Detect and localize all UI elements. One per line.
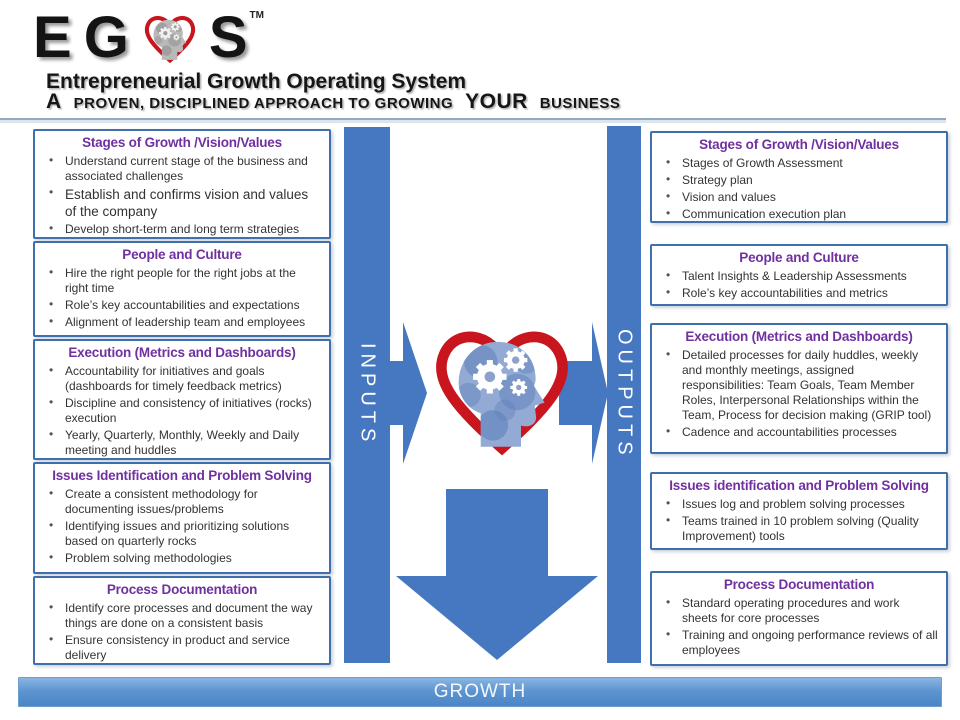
bullet-list: Hire the right people for the right jobs… (43, 265, 321, 330)
subtitle-lead: A (46, 90, 62, 113)
input-box-stages-of-growth: Stages of Growth /Vision/Values Understa… (33, 129, 331, 239)
bullet-item: Training and ongoing performance reviews… (660, 627, 938, 658)
bullet-item: Alignment of leadership team and employe… (43, 314, 321, 330)
box-title: Execution (Metrics and Dashboards) (685, 329, 913, 344)
bullet-list: Create a consistent methodology for docu… (43, 486, 321, 567)
page-subtitle: A PROVEN, DISCIPLINED APPROACH TO GROWIN… (46, 90, 627, 116)
bullet-list: Detailed processes for daily huddles, we… (660, 347, 938, 441)
bullet-item: Standard operating procedures and work s… (660, 595, 938, 626)
outputs-label: OUTPUTS (613, 329, 636, 460)
bullet-list: Issues log and problem solving processes… (660, 496, 938, 544)
bullet-list: Talent Insights & Leadership Assessments… (660, 268, 938, 301)
bullet-item: Discipline and consistency of initiative… (43, 395, 321, 426)
bullet-list: Understand current stage of the business… (43, 153, 321, 237)
box-title: Issues Identification and Problem Solvin… (52, 468, 312, 483)
growth-label: GROWTH (433, 681, 527, 702)
subtitle-tail: BUSINESS (539, 95, 621, 112)
logo-letter-e: E (33, 5, 72, 70)
logo-letter-s: S (208, 5, 248, 70)
heart-head-gears-icon (141, 10, 199, 68)
header-divider (0, 118, 946, 123)
input-box-execution: Execution (Metrics and Dashboards) Accou… (33, 339, 331, 460)
inputs-label: INPUTS (356, 343, 379, 447)
logo-letter-g: G (83, 5, 129, 70)
growth-arrow-head-icon (396, 576, 598, 660)
output-box-people-and-culture: People and Culture Talent Insights & Lea… (650, 244, 948, 306)
bullet-item: Create a consistent methodology for docu… (43, 486, 321, 517)
bullet-item: Teams trained in 10 problem solving (Qua… (660, 513, 938, 544)
bullet-list: Identify core processes and document the… (43, 600, 321, 663)
box-title: Stages of Growth /Vision/Values (699, 137, 899, 152)
box-title: Execution (Metrics and Dashboards) (68, 345, 296, 360)
outputs-arrow-head-icon (592, 322, 608, 464)
bullet-list: Standard operating procedures and work s… (660, 595, 938, 658)
box-title: Issues identification and Problem Solvin… (669, 478, 929, 493)
bullet-item: Identifying issues and prioritizing solu… (43, 518, 321, 549)
input-box-issues-identification: Issues Identification and Problem Solvin… (33, 462, 331, 574)
bullet-item: Yearly, Quarterly, Monthly, Weekly and D… (43, 427, 321, 458)
bullet-item: Identify core processes and document the… (43, 600, 321, 631)
box-title: Stages of Growth /Vision/Values (82, 135, 282, 150)
egos-logo: E G (33, 8, 264, 70)
page-title: Entrepreneurial Growth Operating System (46, 70, 467, 93)
bullet-item: Role’s key accountabilities and metrics (660, 285, 938, 301)
box-title: People and Culture (122, 247, 242, 262)
box-title: Process Documentation (723, 577, 875, 592)
output-box-stages-of-growth: Stages of Growth /Vision/Values Stages o… (650, 131, 948, 223)
bullet-item: Establish and confirms vision and values… (43, 185, 321, 220)
input-box-people-and-culture: People and Culture Hire the right people… (33, 241, 331, 337)
inputs-arrow-head-icon (403, 322, 427, 464)
outputs-bar: OUTPUTS (607, 126, 641, 663)
bullet-list: Stages of Growth Assessment Strategy pla… (660, 155, 938, 221)
inputs-bar: INPUTS (344, 127, 390, 663)
bullet-item: Strategy plan (660, 172, 938, 188)
output-box-issues-identification: Issues identification and Problem Solvin… (650, 472, 948, 550)
bullet-item: Detailed processes for daily huddles, we… (660, 347, 938, 424)
bullet-item: Accountability for initiatives and goals… (43, 363, 321, 394)
box-title: Process Documentation (106, 582, 258, 597)
bullet-item: Develop short-term and long term strateg… (43, 221, 321, 237)
growth-bar: GROWTH (18, 677, 942, 707)
subtitle-emphasis: YOUR (465, 90, 528, 113)
heart-head-gears-icon (423, 316, 581, 468)
bullet-item: Understand current stage of the business… (43, 153, 321, 184)
bullet-list: Accountability for initiatives and goals… (43, 363, 321, 458)
bullet-item: Ensure consistency in product and servic… (43, 632, 321, 663)
bullet-item: Issues log and problem solving processes (660, 496, 938, 512)
bullet-item: Talent Insights & Leadership Assessments (660, 268, 938, 284)
box-title: People and Culture (739, 250, 859, 265)
output-box-process-documentation: Process Documentation Standard operating… (650, 571, 948, 666)
growth-arrow-body (446, 489, 548, 576)
bullet-item: Problem solving methodologies (43, 550, 321, 566)
inputs-arrow-body (389, 361, 403, 425)
bullet-item: Stages of Growth Assessment (660, 155, 938, 171)
bullet-item: Role’s key accountabilities and expectat… (43, 297, 321, 313)
trademark-symbol: TM (249, 10, 264, 21)
bullet-item: Cadence and accountabilities processes (660, 424, 938, 440)
bullet-item: Communication execution plan (660, 206, 938, 221)
bullet-item: Hire the right people for the right jobs… (43, 265, 321, 296)
output-box-execution: Execution (Metrics and Dashboards) Detai… (650, 323, 948, 454)
subtitle-middle: PROVEN, DISCIPLINED APPROACH TO GROWING (73, 95, 454, 112)
input-box-process-documentation: Process Documentation Identify core proc… (33, 576, 331, 665)
bullet-item: Vision and values (660, 189, 938, 205)
